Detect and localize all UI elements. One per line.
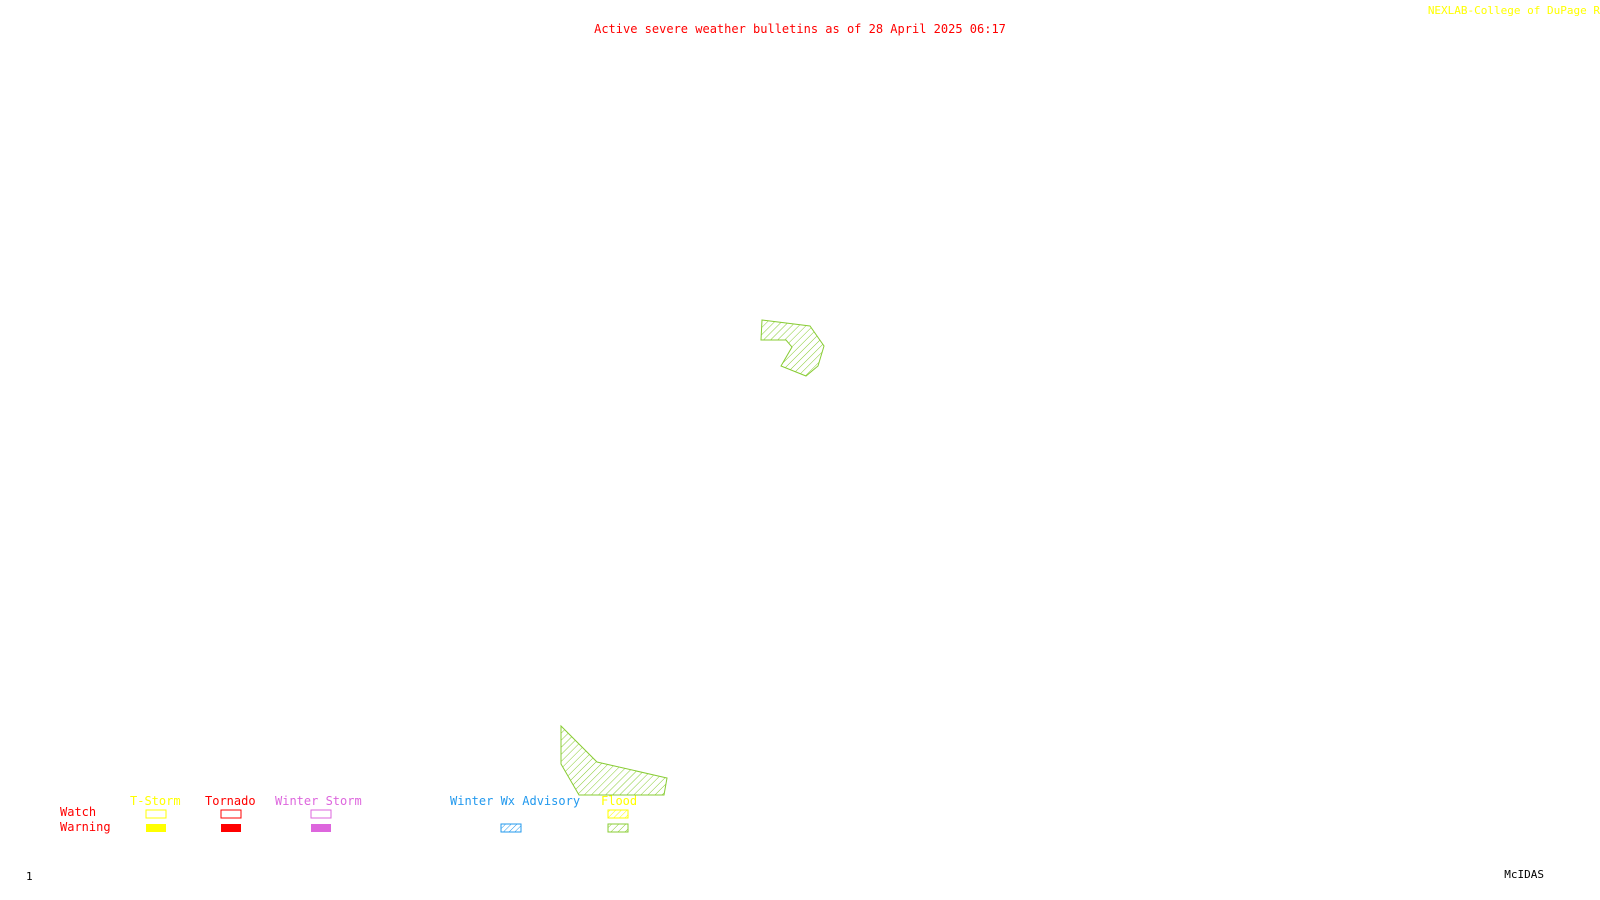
- flood-warning-area-south[interactable]: [560, 724, 668, 796]
- legend-winter-storm-label: Winter Storm: [275, 794, 362, 808]
- legend-tstorm-label: T-Storm: [130, 794, 181, 808]
- flood-watch-swatch: [607, 809, 629, 819]
- legend-row-watch: Watch: [60, 805, 97, 819]
- legend-winter-advisory-label: Winter Wx Advisory: [450, 794, 581, 808]
- bulletin-title: Active severe weather bulletins as of 28…: [594, 22, 1006, 36]
- credit-label: NEXLAB-College of DuPage R: [1427, 4, 1600, 17]
- legend-row-warning: Warning: [60, 820, 111, 834]
- legend-tornado-label: Tornado: [205, 794, 256, 808]
- winter-storm-warning-swatch: [311, 824, 331, 832]
- tornado-warning-swatch: [221, 824, 241, 832]
- software-label: McIDAS: [1504, 868, 1544, 881]
- frame-number: 1: [26, 870, 33, 883]
- winter-storm-watch-swatch: [310, 809, 332, 819]
- flood-warning-area-north[interactable]: [760, 319, 825, 377]
- legend-flood-label: Flood: [601, 794, 638, 808]
- tornado-watch-swatch: [220, 809, 242, 819]
- flood-warning-swatch: [607, 823, 629, 833]
- tstorm-warning-swatch: [146, 824, 166, 832]
- winter-advisory-swatch: [500, 823, 522, 833]
- tstorm-watch-swatch: [145, 809, 167, 819]
